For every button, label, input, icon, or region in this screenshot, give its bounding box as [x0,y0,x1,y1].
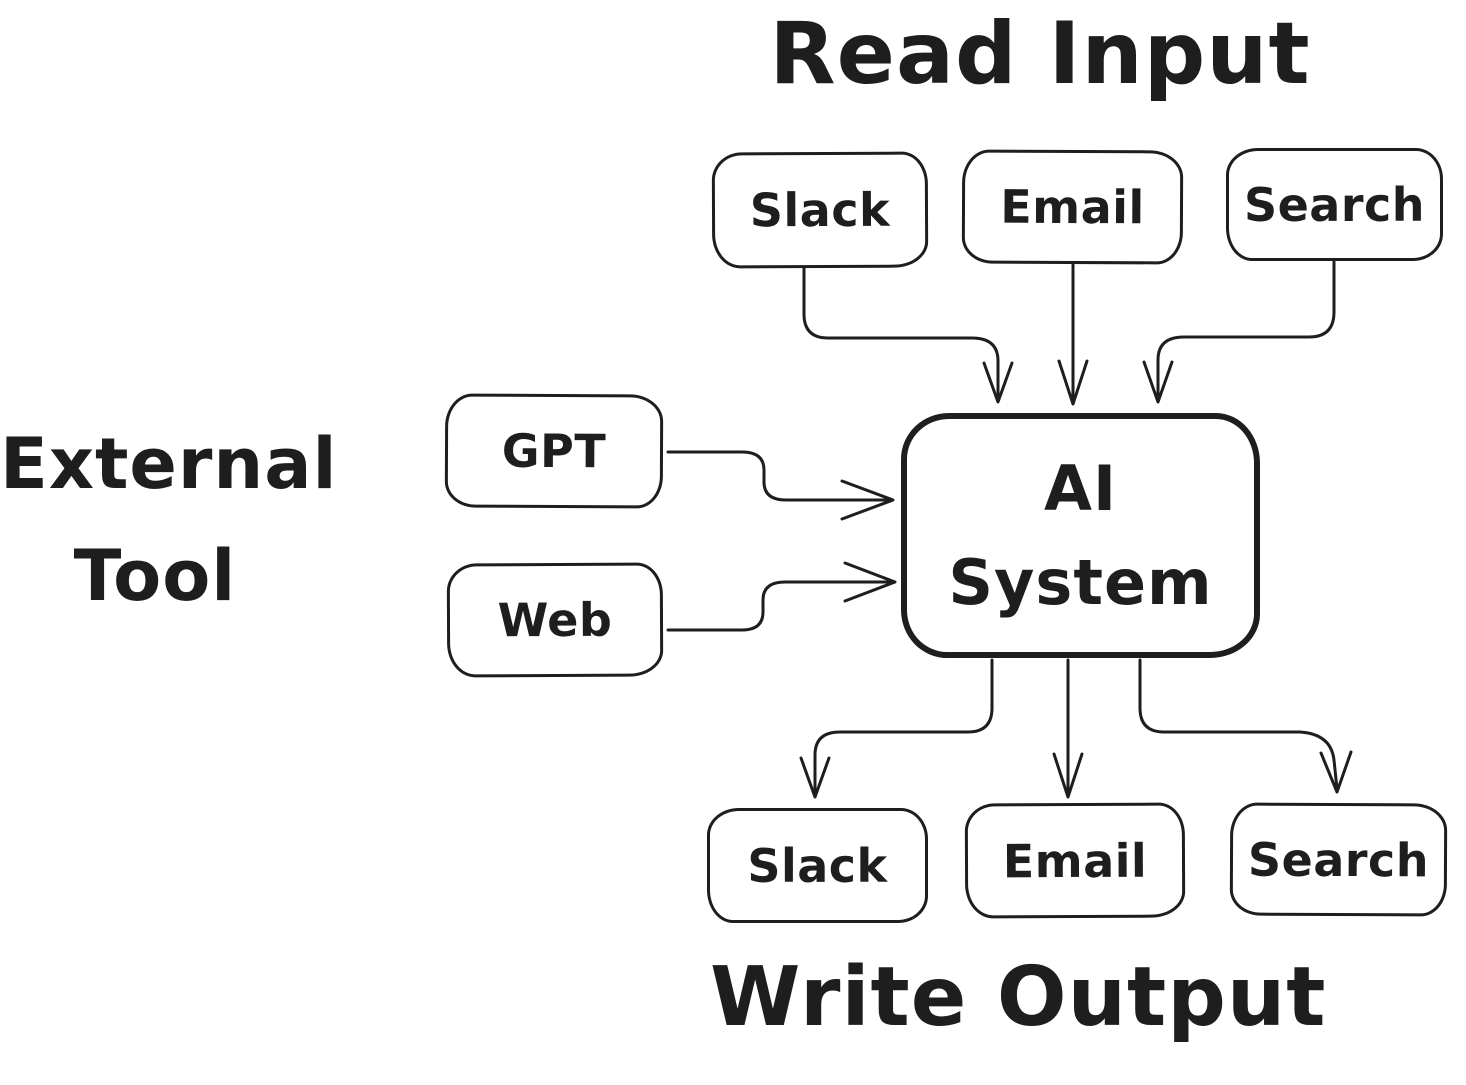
label-external-tool: External Tool [0,408,338,632]
node-ai-system-label-line1: AI [1043,451,1118,525]
node-input-slack-label: Slack [749,182,891,238]
node-output-slack: Slack [707,808,928,923]
arrow-tool-web-to-ai [666,561,897,632]
node-input-search: Search [1226,148,1443,261]
node-ai-system: AI System [901,413,1260,658]
node-tool-web: Web [446,562,664,678]
arrow-input-email-to-ai [1057,263,1089,406]
node-input-email: Email [961,149,1184,265]
arrow-input-slack-to-ai [802,266,1014,404]
node-ai-system-label-line2: System [948,545,1213,619]
arrow-tool-gpt-to-ai [666,450,895,521]
node-tool-web-label: Web [497,592,613,648]
node-output-search: Search [1229,802,1448,917]
node-output-email-label: Email [1002,833,1148,888]
label-external-tool-line2: Tool [73,535,237,617]
node-output-email: Email [964,802,1186,919]
title-read-input: Read Input [769,4,1311,104]
arrow-ai-to-output-search [1138,658,1353,794]
label-external-tool-line1: External [0,423,338,505]
node-output-search-label: Search [1247,832,1430,887]
node-tool-gpt-label: GPT [501,423,607,479]
node-tool-gpt: GPT [444,393,664,509]
title-write-output: Write Output [710,950,1327,1045]
arrow-ai-to-output-email [1052,658,1084,799]
node-input-slack: Slack [711,151,929,269]
node-output-slack-label: Slack [747,838,888,893]
arrow-input-search-to-ai [1142,260,1336,404]
node-input-email-label: Email [1000,179,1145,235]
arrow-ai-to-output-slack [799,658,994,799]
node-input-search-label: Search [1243,177,1426,232]
